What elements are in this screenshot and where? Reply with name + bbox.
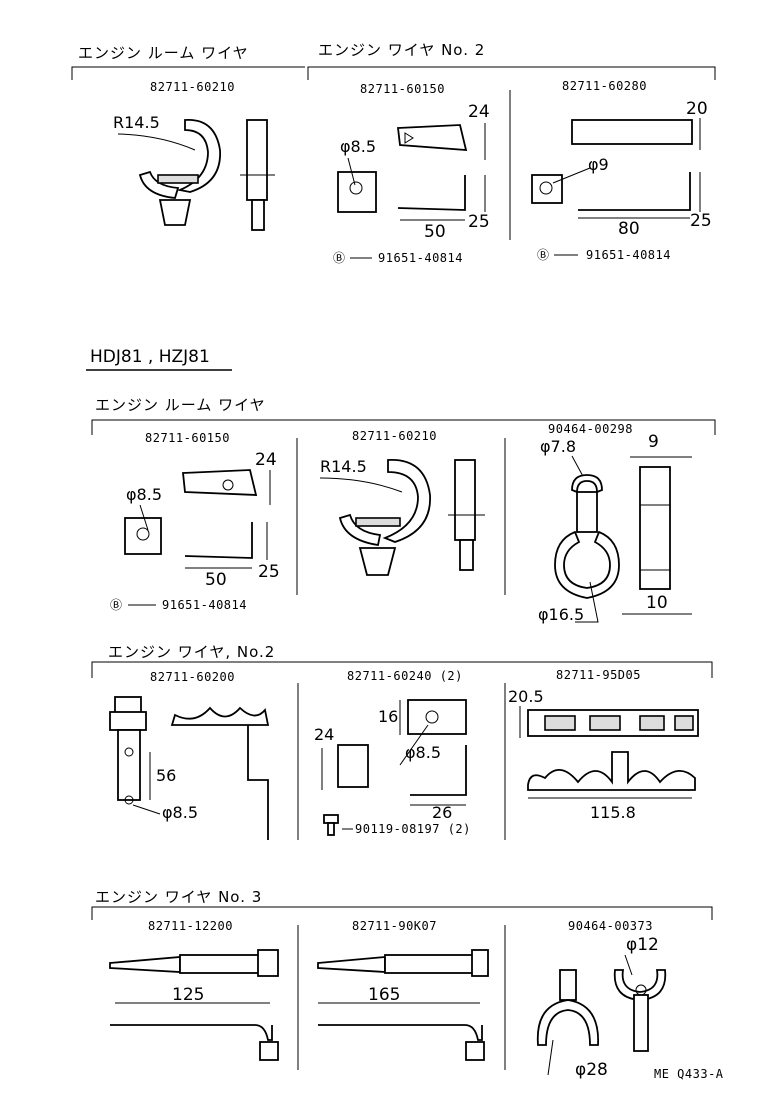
wire3-p2-part-no: 82711-90K07 [352,919,437,933]
wire2-p3-height: 20.5 [508,687,544,706]
wire3-p3-dia1: φ12 [626,935,659,955]
top-p1-side [240,119,275,231]
wire3-p1-part-no: 82711-12200 [148,919,233,933]
top-p3-bolt-mark: Ⓑ [537,248,550,262]
top-p3-bracket-side [578,172,691,211]
wire2-p1-side [170,706,270,840]
mid-p1-bracket-top [182,469,258,496]
mid-p1-height: 24 [255,450,277,470]
top-p3-width: 80 [618,219,640,239]
top-p2-height: 24 [468,102,490,122]
wire2-p3-clip-top [527,709,699,737]
wire2-p3-clip-side [527,751,696,791]
wire2-p2-height2: 16 [378,707,398,726]
mid-p1-bracket-side [184,522,253,559]
wire3-p2-tie [317,949,489,977]
wire3-p3-clamp-small [613,969,667,1052]
mid-p2-side [448,459,485,571]
top-left-bracket [71,66,305,80]
mid-p3-dia1: φ7.8 [540,437,576,456]
mid-p1-width: 50 [205,570,227,590]
top-p1-radius: R14.5 [113,113,160,132]
wire2-p2-dia: φ8.5 [405,743,441,762]
mid-p3-dia2: φ16.5 [538,605,584,624]
wire2-p3-width: 115.8 [590,803,636,822]
top-p3-dia: φ9 [588,155,609,174]
bolt-icon [323,814,339,836]
top-p3-bracket-top [571,119,693,145]
mid-p2-part-no: 82711-60210 [352,429,437,443]
top-p3-bracket-front [531,174,563,204]
mid-p1-dia: φ8.5 [126,485,162,504]
wire2-p2-bracket-side [410,745,467,796]
top-p2-bracket-top [396,124,468,151]
wire2-heading: エンジン ワイヤ, No.2 [108,643,275,661]
wire3-p3-part-no: 90464-00373 [568,919,653,933]
top-p2-part-no: 82711-60150 [360,82,445,96]
wire2-p2-bracket-top [407,699,467,735]
top-right-bracket [307,66,716,80]
top-p2-dia: φ8.5 [340,137,376,156]
top-p1-clamp [138,119,221,226]
mid-p1-part-no: 82711-60150 [145,431,230,445]
mid-p2-radius: R14.5 [320,457,367,476]
top-left-heading: エンジン ルーム ワイヤ [78,44,249,62]
mid-heading: エンジン ルーム ワイヤ [95,396,266,414]
wire2-p2-bolt: 90119-08197 (2) [355,822,471,836]
wire2-p2-height1: 24 [314,725,334,744]
model-heading: HDJ81 , HZJ81 [90,347,210,367]
wire3-p2-tie-side [318,1024,483,1041]
top-p3-part-no: 82711-60280 [562,79,647,93]
wire2-p1-height: 56 [156,766,176,785]
wire3-p2-width: 165 [368,985,400,1005]
wire2-p1-bracket [109,696,147,805]
top-p3-height: 20 [686,99,708,119]
mid-p3-width2: 10 [646,593,668,613]
mid-p3-part-no: 90464-00298 [548,422,633,436]
wire2-p1-dia: φ8.5 [162,803,198,822]
wire2-p2-width: 26 [432,803,452,822]
top-p3-bolt: 91651-40814 [586,248,671,262]
mid-p3-clip-side [639,466,671,590]
mid-p1-bolt-mark: Ⓑ [110,598,123,612]
wire3-p3-dia2: φ28 [575,1060,608,1080]
mid-p3-clip-front [554,474,620,599]
top-p2-height2: 25 [468,212,490,232]
mid-p1-bracket-front [124,517,162,555]
mid-bracket [91,419,716,435]
top-p3-height2: 25 [690,211,712,231]
reference-code: ME Q433-A [654,1067,724,1081]
top-p1-part-no: 82711-60210 [150,80,235,94]
mid-p1-bolt: 91651-40814 [162,598,247,612]
mid-p1-height2: 25 [258,562,280,582]
wire2-p2-bracket-front [337,744,369,788]
top-p2-bracket-front [337,171,377,213]
top-p2-width: 50 [424,222,446,242]
wire2-p3-part-no: 82711-95D05 [556,668,641,682]
wire3-heading: エンジン ワイヤ No. 3 [95,888,262,906]
mid-p2-leader [319,477,403,493]
wire3-p1-tie [109,949,279,977]
wire3-p3-clamp-large [536,969,599,1046]
wire3-p1-width: 125 [172,985,204,1005]
top-p1-leader [117,133,196,151]
mid-p2-clamp [338,459,431,576]
wire3-p1-tie-side [110,1024,273,1041]
top-p2-bolt: 91651-40814 [378,251,463,265]
top-p2-bracket-side [397,175,466,211]
wire2-bracket [91,661,713,678]
wire2-p1-part-no: 82711-60200 [150,670,235,684]
mid-p3-width1: 9 [648,432,659,452]
wire2-p2-part-no: 82711-60240 (2) [347,669,463,683]
wire3-bracket [91,906,713,920]
top-right-heading: エンジン ワイヤ No. 2 [318,41,485,59]
top-p2-bolt-mark: Ⓑ [333,251,346,265]
